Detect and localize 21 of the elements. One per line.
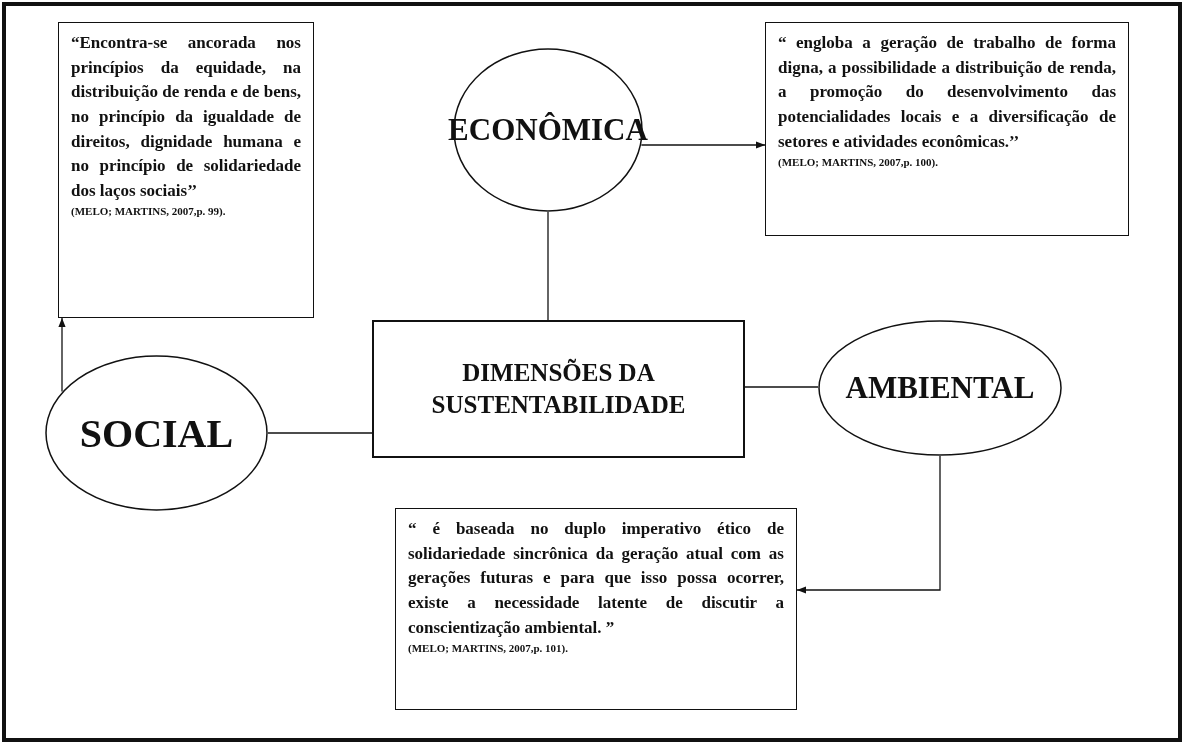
quote-box [765, 22, 1129, 236]
citation-text: (MELO; MARTINS, 2007,p. 100). [778, 156, 940, 169]
connector-line [547, 211, 549, 321]
citation-text: (MELO; MARTINS, 2007,p. 101). [408, 642, 570, 655]
quote-text: “ engloba a geração de trabalho de forma digna, a possibilidade a distribuição de renda, a promoção do desenvolvimento das potencialidades locais e a diversificação de setores e atividades econômicas.’’ [778, 32, 1116, 153]
quote-text: “Encontra-se ancorada nos princípios da equidade, na distribuição de renda e de bens, no princípio da igualdade de direitos, dignidade humana e no princípio de solidariedade dos laços sociais’’ [71, 32, 301, 202]
quote-text: “ é baseada no duplo imperativo ético de solidariedade sincrônica da geração atual com as gerações futuras e para que isso possa ocorrer, existe a necessidade latente de discutir a conscientização ambiental. ” [408, 518, 784, 639]
dimension-label: AMBIENTAL [845, 370, 1035, 406]
connector-line [744, 386, 819, 388]
title-box [372, 320, 745, 458]
quote-box [58, 22, 314, 318]
quote-box [395, 508, 797, 710]
dimension-ellipse [818, 320, 1062, 456]
dimension-label: SOCIAL [79, 409, 234, 457]
connector-line [267, 432, 373, 434]
arrow [640, 141, 766, 149]
arrow [58, 317, 66, 393]
dimension-ellipse [45, 355, 268, 511]
arrow [796, 455, 941, 594]
node-label: DIMENSÕES DA SUSTENTABILIDADE [430, 357, 687, 420]
citation-text: (MELO; MARTINS, 2007,p. 99). [71, 205, 227, 218]
